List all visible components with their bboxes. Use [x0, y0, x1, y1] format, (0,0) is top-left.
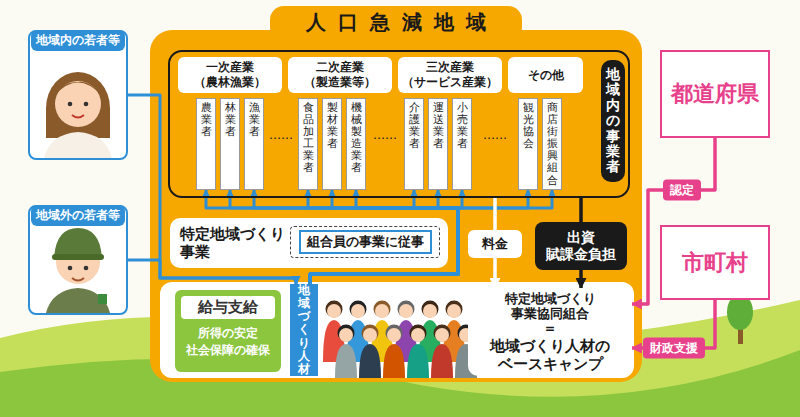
industry-header: 三次産業 （サービス産業）: [398, 57, 502, 93]
ellipsis-mark: ……: [474, 128, 516, 142]
ellipsis-mark: ……: [266, 128, 296, 142]
node-label: 市町村: [682, 248, 748, 278]
business-box: 林業者: [220, 98, 240, 190]
node-label: 機械製造業者: [351, 102, 362, 189]
node-label: 介護業者: [409, 102, 420, 189]
connector-arrow: [632, 138, 715, 304]
connector-arrow: [579, 270, 583, 288]
node-label: 林業者: [225, 102, 236, 189]
government-box: 都道府県: [660, 50, 770, 138]
node-label: 小売業者: [457, 102, 468, 189]
investment-box: 出資 賦課金負担: [535, 222, 627, 270]
node-label: 組合員の事業に従事: [299, 230, 432, 254]
node-label: その他: [528, 68, 564, 83]
ellipsis-mark: ……: [368, 128, 402, 142]
connector-arrow: [206, 190, 458, 284]
node-label: 地域内の若者等: [31, 30, 125, 51]
node-body: 所得の安定 社会保障の確保: [175, 325, 281, 359]
industry-header: 一次産業 （農林漁業）: [178, 57, 282, 93]
business-box: 食品加工業者: [298, 98, 318, 190]
node-body: ＝: [543, 321, 557, 336]
business-frame: 地域内の事業者 一次産業 （農林漁業） 二次産業 （製造業等） 三次産業 （サービス産…: [168, 50, 630, 198]
connector-arrow: [310, 190, 552, 284]
connector-arrow: [128, 260, 296, 284]
talent-box: 地域づくり人材: [290, 284, 318, 376]
connector-arrow: [254, 190, 458, 284]
connector-arrow: [493, 198, 497, 230]
node-label: 運送業者: [433, 102, 444, 189]
industry-header: 二次産業 （製造業等）: [288, 57, 392, 93]
node-label: 食品加工業者: [303, 102, 314, 189]
node-body: 地域づくり人材の ベースキャンプ: [472, 337, 628, 373]
node-label: 給与支給: [181, 296, 275, 319]
connector-arrow: [493, 258, 497, 288]
node-label: 人口急減地域: [270, 6, 522, 42]
connector-arrow: [230, 190, 458, 284]
person-inside: [28, 30, 128, 160]
cooperative-box: 特定地域づくり 事業協同組合＝地域づくり人材の ベースキャンプ: [468, 288, 632, 376]
node-label: 農業者: [201, 102, 212, 189]
node-label: 製材業者: [327, 102, 338, 189]
fee-box: 料金: [468, 230, 522, 258]
edge-label: 認定: [663, 180, 701, 201]
node-label: 出資 賦課金負担: [535, 229, 627, 264]
connector-arrow: [310, 190, 458, 284]
base-panel: [160, 282, 634, 378]
connector-arrow: [308, 190, 458, 284]
government-box: 市町村: [660, 225, 770, 300]
node-label: 特定地域づくり 事業協同組合: [472, 291, 628, 321]
connector-arrow: [632, 300, 715, 348]
connector-arrow: [128, 95, 296, 284]
edge-label: 財政支援: [643, 338, 705, 359]
node-label: 漁業者: [249, 102, 260, 189]
youth-box: 地域内の若者等: [28, 30, 128, 160]
business-box: 機械製造業者: [346, 98, 366, 190]
connector-arrow: [310, 190, 458, 284]
business-box: 小売業者: [452, 98, 472, 190]
business-box: 農業者: [196, 98, 216, 190]
person-outside: [28, 205, 128, 315]
node-label: 地域外の若者等: [31, 205, 125, 226]
business-box: 運送業者: [428, 98, 448, 190]
connector-arrow: [310, 190, 528, 284]
node-label: 地域づくり人材: [298, 284, 310, 376]
connector-arrow: [310, 190, 462, 284]
node-label: 二次産業 （製造業等）: [290, 60, 390, 90]
business-box: 漁業者: [244, 98, 264, 190]
salary-box: 給与支給所得の安定 社会保障の確保: [175, 290, 281, 372]
tree: [727, 294, 753, 344]
business-box: 観光協会: [518, 98, 538, 190]
crowd: [323, 301, 477, 379]
node-label: 三次産業 （サービス産業）: [400, 60, 500, 90]
business-box: 製材業者: [322, 98, 342, 190]
industry-header: その他: [508, 57, 583, 93]
node-label: 商店街振興組合: [547, 102, 558, 189]
youth-box: 地域外の若者等: [28, 205, 128, 315]
node-label: 特定地域づくり事業: [180, 225, 286, 261]
node-label: 地域内の事業者: [601, 60, 625, 182]
connector-arrow: [310, 190, 458, 284]
project-box: 特定地域づくり事業組合員の事業に従事: [170, 218, 448, 268]
node-label: 一次産業 （農林漁業）: [180, 60, 280, 90]
business-box: 商店街振興組合: [542, 98, 562, 190]
duty-box: 組合員の事業に従事: [290, 226, 440, 258]
node-label: 観光協会: [523, 102, 534, 189]
connector-arrow: [310, 190, 458, 284]
node-label: 都道府県: [671, 79, 759, 109]
business-box: 介護業者: [404, 98, 424, 190]
node-label: 料金: [482, 235, 508, 253]
region: 人口急減地域地域内の事業者一次産業 （農林漁業）二次産業 （製造業等）三次産業 …: [150, 30, 642, 382]
connector-arrow: [579, 198, 583, 222]
